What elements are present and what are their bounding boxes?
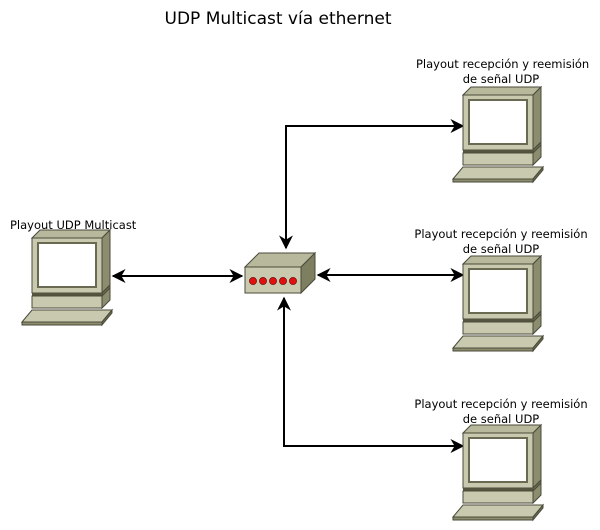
hub-led [249,277,257,285]
hub-led [259,277,267,285]
switch-hub-icon [243,251,317,295]
receiver-1-label: Playout recepción y reemisión de señal U… [416,57,590,86]
hub-led [279,277,287,285]
receiver-1-computer-icon [452,86,544,183]
hub-led [269,277,277,285]
source-computer-icon [21,229,113,326]
source-node-label: Playout UDP Multicast [10,218,137,232]
connection-hub-receiver-3 [277,296,465,453]
receiver-2-computer-icon [452,255,544,352]
hub-leds [249,277,297,285]
diagram-title: UDP Multicast vía ethernet [164,9,392,29]
receiver-3-computer-icon [452,424,544,521]
connection-hub-receiver-1 [279,119,465,250]
hub-led [289,277,297,285]
